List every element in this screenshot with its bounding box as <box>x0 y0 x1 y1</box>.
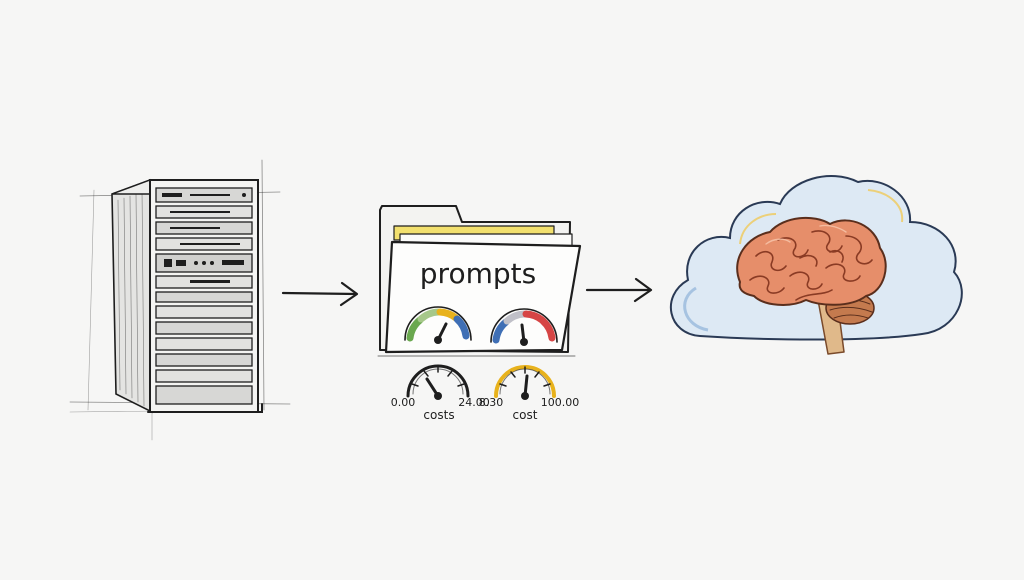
cost-gauge-right <box>494 365 556 400</box>
arrow-right-icon <box>585 277 653 303</box>
gauge-right-max: 100.00 <box>541 396 580 409</box>
arrow-right-icon <box>281 281 359 307</box>
gauge-left-caption: costs <box>423 408 454 422</box>
brain-icon <box>736 216 887 355</box>
gauge-left-max: 24.00 <box>458 396 490 409</box>
gauge-left-min: 0.00 <box>391 396 416 409</box>
server-rack-icon <box>69 159 291 441</box>
gauge-right-caption: cost <box>513 408 538 422</box>
cost-gauge-left <box>406 364 470 400</box>
gauge-icon <box>404 306 558 346</box>
gauge-right-min: 8.30 <box>479 396 504 409</box>
folder-label: prompts <box>420 257 536 290</box>
